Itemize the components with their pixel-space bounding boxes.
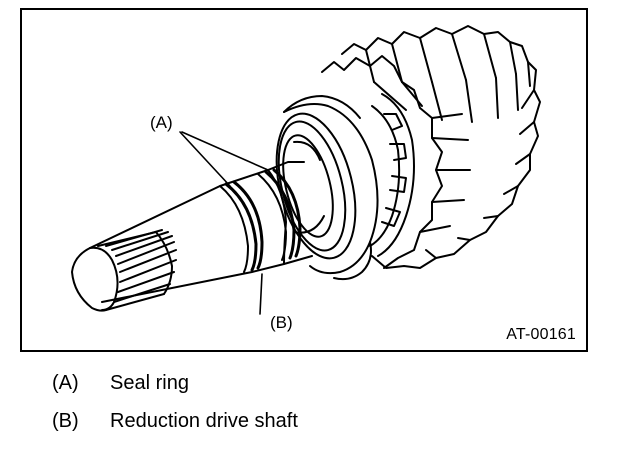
callout-b-label: (B)	[270, 313, 293, 332]
shaft	[71, 161, 313, 312]
legend-item: (B) Reduction drive shaft	[52, 410, 592, 448]
leader-line-b	[259, 273, 263, 315]
legend-key: (A)	[52, 372, 79, 394]
legend: (A) Seal ring (B) Reduction drive shaft	[52, 372, 592, 448]
legend-text: Reduction drive shaft	[110, 410, 298, 432]
helical-gear	[321, 25, 541, 269]
leader-line-a-1	[179, 131, 231, 187]
leader-lines	[179, 131, 269, 315]
callout-a-label: (A)	[150, 113, 173, 132]
figure-frame: (A) (B) AT-00161	[20, 8, 588, 352]
legend-text: Seal ring	[110, 372, 189, 394]
legend-item: (A) Seal ring	[52, 372, 592, 410]
figure-code: AT-00161	[506, 326, 576, 343]
shaft-illustration: (A) (B)	[71, 25, 541, 332]
legend-key: (B)	[52, 410, 79, 432]
leader-line-a-2	[181, 131, 269, 171]
